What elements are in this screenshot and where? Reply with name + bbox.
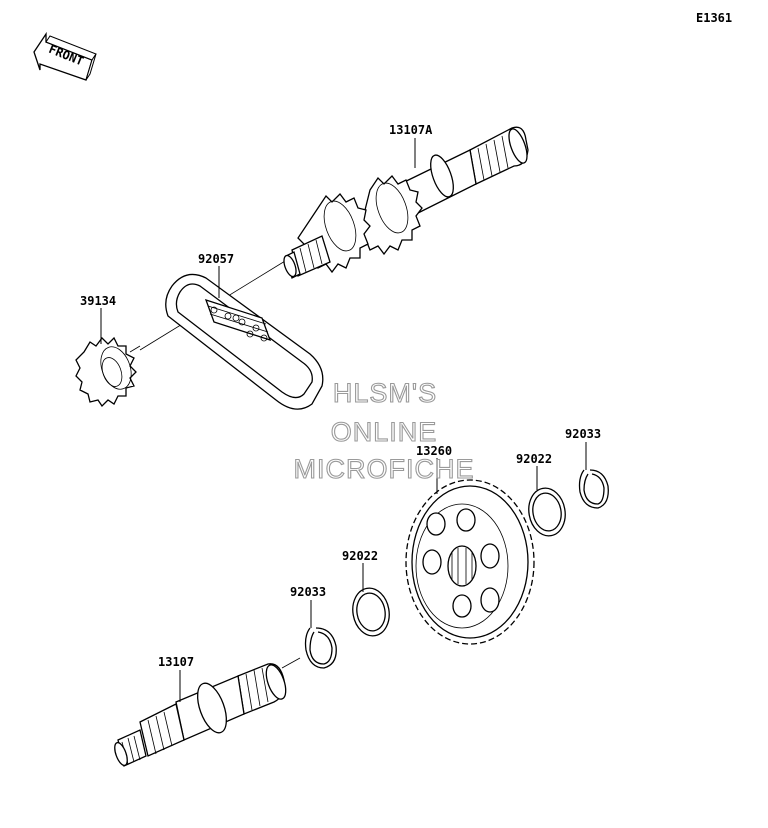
watermark-line-1: HLSM'S (333, 378, 437, 408)
label-92057: 92057 (198, 252, 234, 266)
watermark-line-2: ONLINE (331, 417, 438, 447)
label-92033-lower: 92033 (290, 585, 326, 599)
shim-92022-upper (528, 487, 566, 537)
circlip-92033-lower (304, 627, 337, 669)
label-92033-upper: 92033 (565, 427, 601, 441)
label-13260: 13260 (416, 444, 452, 458)
input-shaft-13107 (114, 657, 301, 767)
label-39134: 39134 (80, 294, 116, 308)
output-shaft-13107a (139, 126, 529, 351)
watermark: HLSM'S ONLINE MICROFICHE (293, 377, 475, 484)
front-arrow-icon: FRONT (33, 31, 97, 81)
watermark-line-3: MICROFICHE (294, 454, 475, 484)
chain-link-detail (204, 298, 272, 342)
diagram-code: E1361 (696, 11, 732, 25)
large-gear-13260 (405, 479, 535, 645)
shim-92022-lower (352, 587, 390, 637)
label-92022-upper: 92022 (516, 452, 552, 466)
label-13107a: 13107A (389, 123, 433, 137)
shaft-gear-right (357, 175, 423, 256)
chain-92057 (165, 273, 324, 410)
sprocket-39134 (75, 336, 141, 408)
circlip-92033-upper (578, 469, 609, 509)
label-13107: 13107 (158, 655, 194, 669)
label-92022-lower: 92022 (342, 549, 378, 563)
